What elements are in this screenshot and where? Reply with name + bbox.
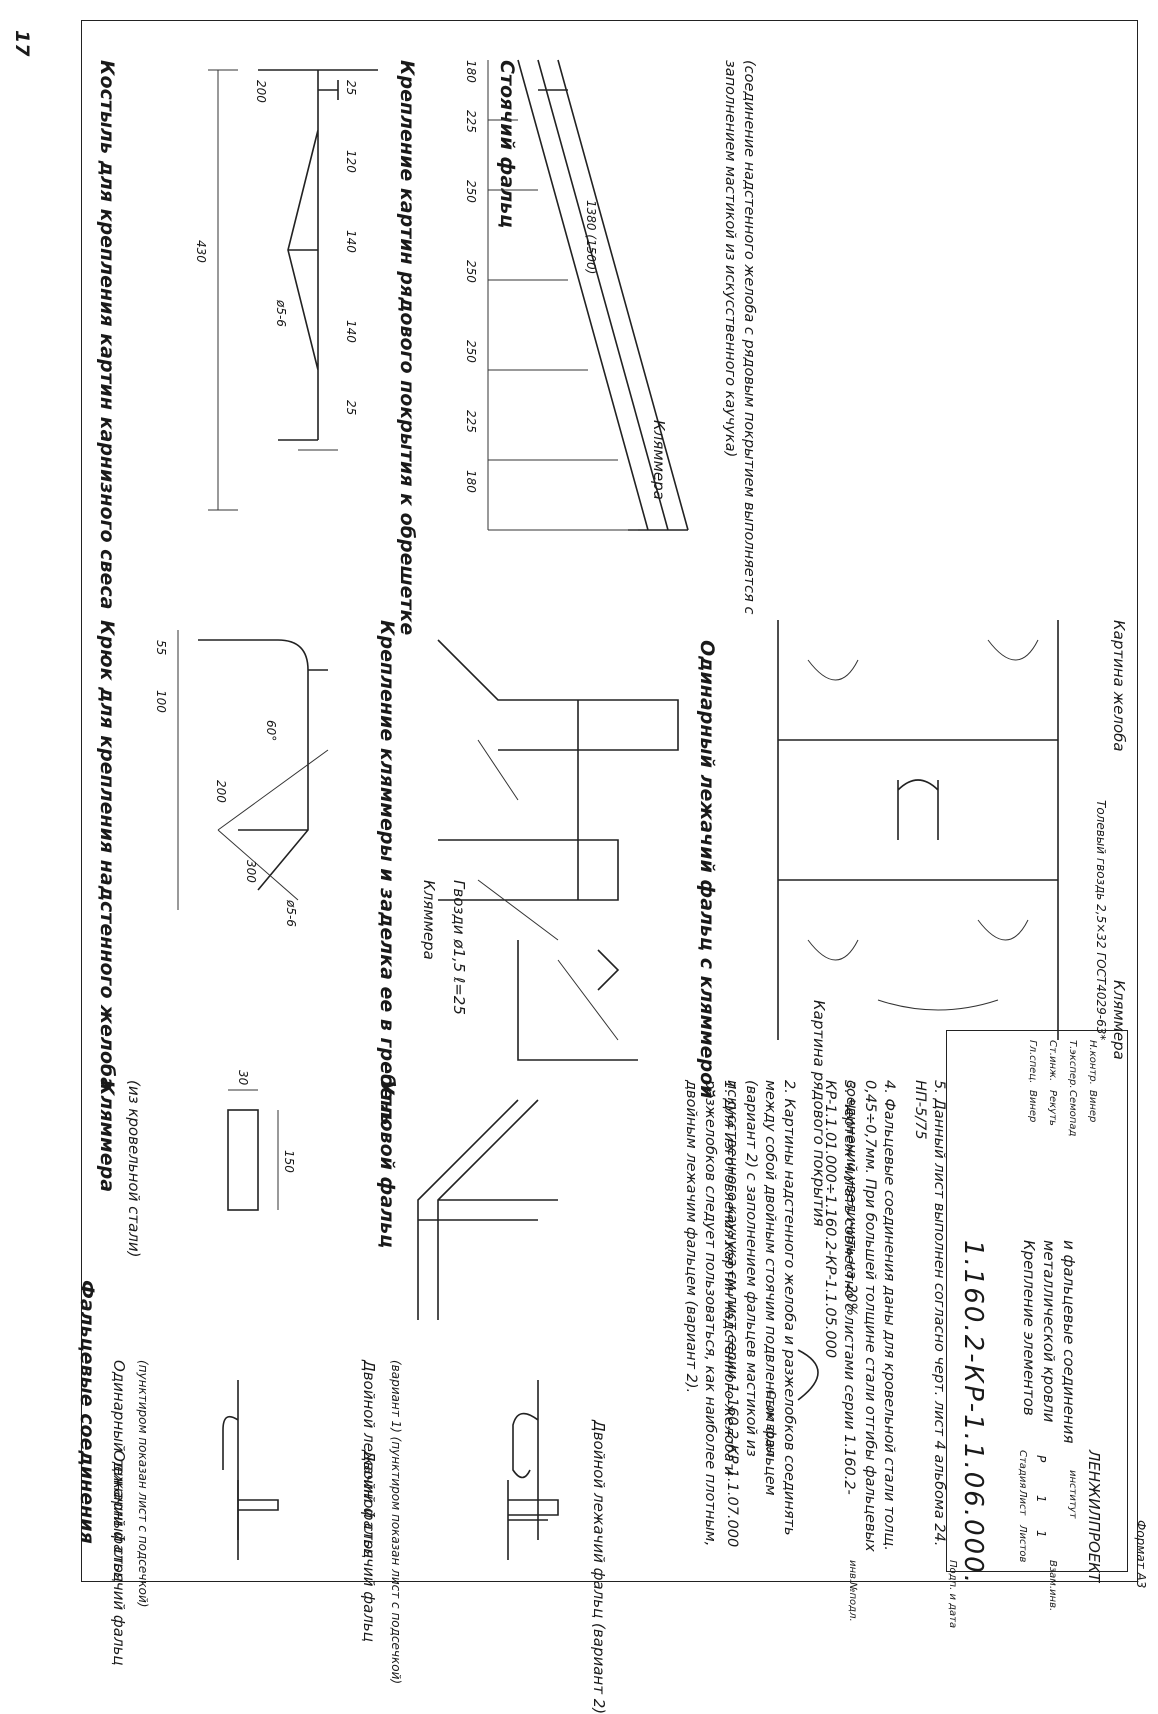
- title-line: и фальцевые соединения: [1060, 1240, 1078, 1444]
- strip-label: инв.№подл.: [847, 1560, 858, 1622]
- tb-role: Т.экспер.: [1067, 1040, 1078, 1089]
- title-line: Крепление элементов: [1020, 1240, 1038, 1416]
- rotated-drawing: Костыль для крепления картин карнизного …: [11, 20, 1148, 1714]
- tb-org: ЛЕНЖИЛПРОЕКТ: [1085, 1450, 1103, 1583]
- tb-name: Семопад: [1067, 1090, 1078, 1137]
- tb-name: Рекуть: [1047, 1090, 1058, 1126]
- kostyl-drawing: [208, 69, 378, 511]
- strip-label: Подп. и дата: [947, 1560, 958, 1629]
- strip-label: Взам.инв.: [1047, 1560, 1058, 1612]
- stoyachiy-drawing: [487, 59, 689, 531]
- uglovoy-drawing: [417, 1099, 558, 1320]
- tb-col: Листов: [1017, 1525, 1028, 1563]
- format-label: Формат А3: [1134, 1520, 1148, 1589]
- falc-odinarny-stoyachiy: [237, 1480, 279, 1560]
- tb-role: Н.контр.: [1087, 1040, 1098, 1085]
- tb-val: 1: [1034, 1495, 1048, 1503]
- falc-dvoynoy-stoyachiy: [507, 1349, 819, 1560]
- tb-org-small: институт: [1067, 1470, 1078, 1519]
- kryuk-drawing: [177, 630, 329, 910]
- tb-name: Винер: [1087, 1090, 1098, 1123]
- title-line: металлической кровли: [1040, 1240, 1058, 1423]
- tb-name: Винер: [1027, 1090, 1038, 1123]
- tb-role: Гл.спец.: [1027, 1040, 1038, 1084]
- kreplenie-klyamer-drawing: [437, 639, 679, 1061]
- lezhachiy-klyamera-drawing: [777, 620, 1059, 1040]
- note-item: 4. Фальцевые соединения даны для кровель…: [843, 1080, 897, 1552]
- tb-col: Стадия: [1017, 1450, 1028, 1489]
- sheet-number: 17: [11, 30, 33, 57]
- tb-role: Ст.инж.: [1047, 1040, 1058, 1082]
- note-item: 2. Картины надстенного желоба и разжелоб…: [724, 1080, 797, 1548]
- tb-col: Лист: [1017, 1490, 1028, 1516]
- note-item: 5. Данный лист выполнен согласно черт. л…: [912, 1080, 947, 1547]
- tb-val: 1: [1034, 1530, 1048, 1538]
- drawing-sheet: Костыль для крепления картин карнизного …: [11, 20, 1148, 1714]
- tb-val: Р: [1034, 1455, 1048, 1463]
- klyamera-drawing: [227, 1089, 279, 1211]
- falc-dvoynoy-lezhachiy: [512, 1380, 539, 1540]
- drawing-code: 1.160.2-КР-1.1.06.000.: [958, 1240, 988, 1585]
